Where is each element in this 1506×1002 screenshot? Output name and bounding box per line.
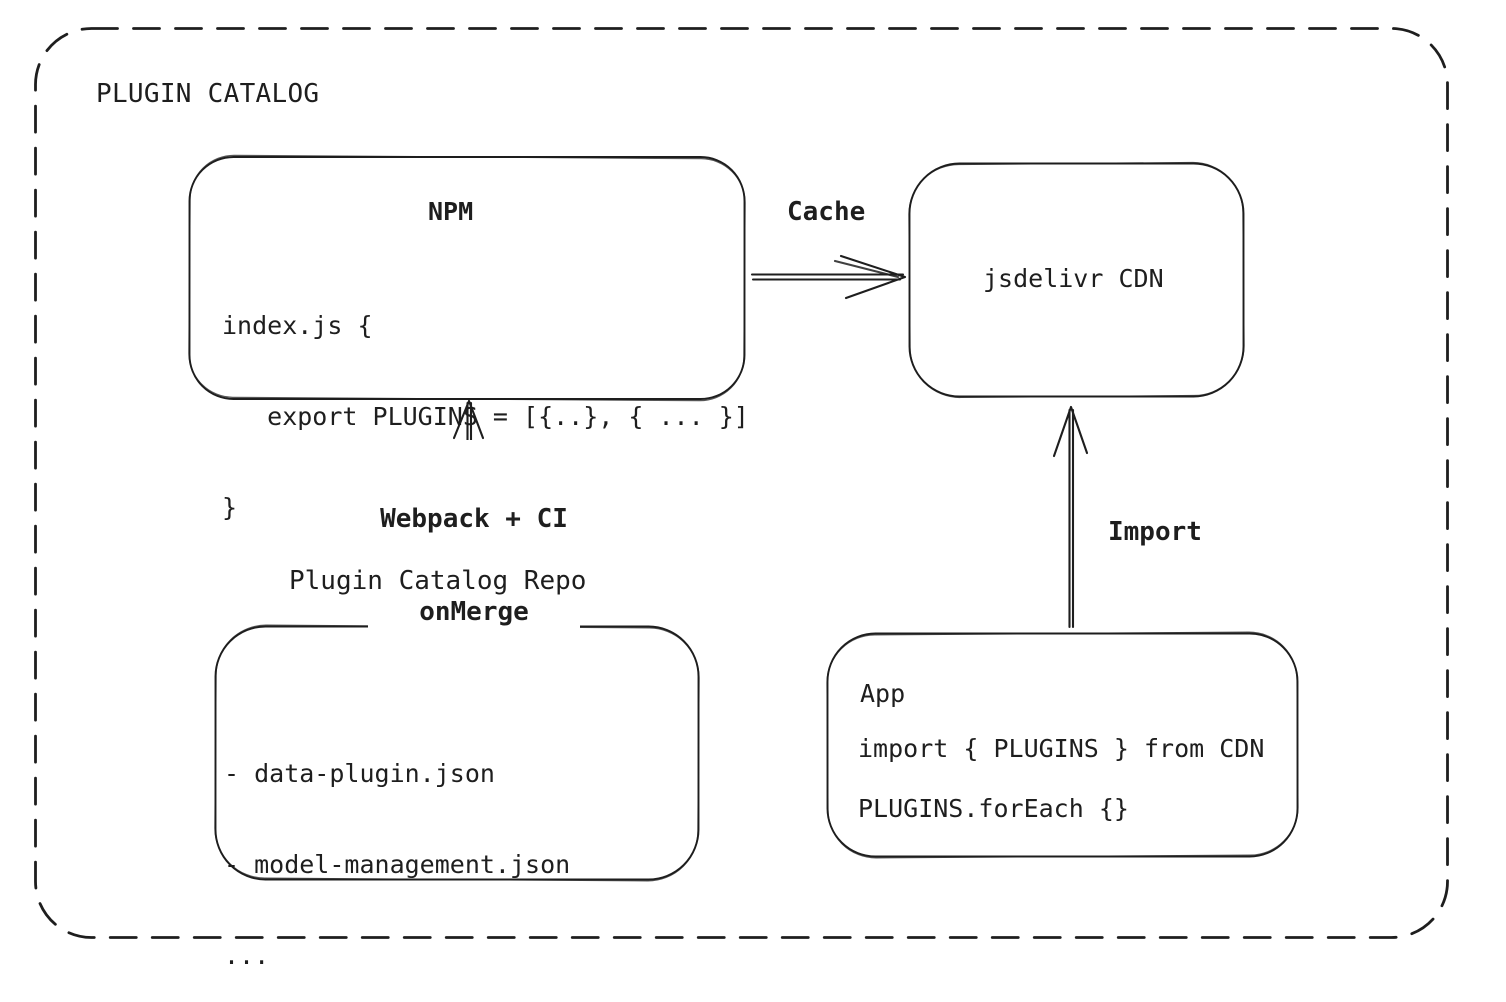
npm-code-line-2: export PLUGINS = [{..}, { ... }]: [222, 402, 749, 431]
cdn-box-label: jsdelivr CDN: [983, 264, 1164, 293]
cdn-box: [908, 161, 1245, 399]
repo-file-item-1: - data-plugin.json: [224, 759, 495, 788]
build-arrow-label: Webpack + CI onMerge: [368, 440, 580, 692]
repo-file-list: - data-plugin.json - model-management.js…: [224, 699, 570, 1002]
repo-file-item-3: ...: [224, 941, 270, 970]
cache-arrow-label: Cache: [787, 197, 866, 227]
npm-code-line-3: }: [222, 493, 238, 522]
npm-code-block: index.js { export PLUGINS = [{..}, { ...…: [222, 251, 749, 582]
npm-box-title: NPM: [428, 197, 474, 226]
app-box-title: App: [860, 679, 906, 708]
cache-arrow: [750, 254, 907, 300]
diagram-title: PLUGIN CATALOG: [96, 79, 320, 109]
npm-code-line-1: index.js {: [222, 311, 373, 340]
npm-box: [188, 154, 746, 402]
repo-heading: Plugin Catalog Repo: [289, 566, 587, 596]
build-arrow-label-line-2: onMerge: [419, 597, 529, 627]
app-code-line-2: PLUGINS.forEach {}: [858, 794, 1129, 823]
import-arrow: [1052, 405, 1089, 629]
app-code-line-1: import { PLUGINS } from CDN: [858, 734, 1265, 763]
repo-file-item-2: - model-management.json: [224, 850, 571, 879]
app-box: [826, 631, 1299, 859]
catalog-boundary-box: [34, 27, 1449, 939]
import-arrow-label: Import: [1108, 517, 1202, 547]
build-arrow-label-line-1: Webpack + CI: [380, 504, 568, 534]
